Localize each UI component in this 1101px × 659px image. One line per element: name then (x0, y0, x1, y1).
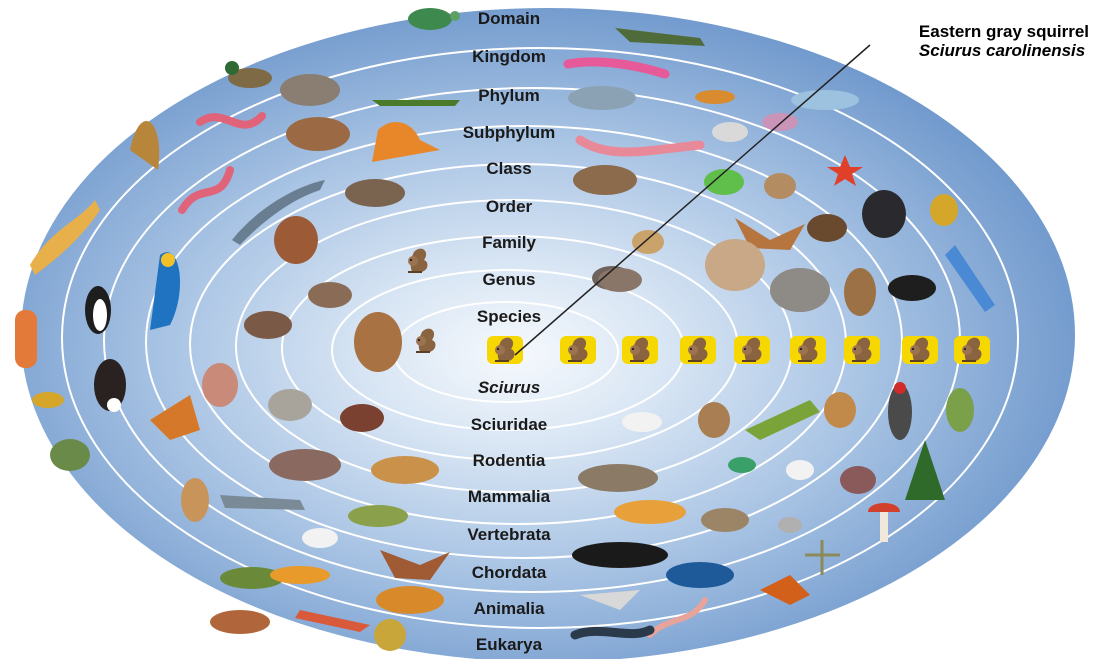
squirrel-badge-icon (622, 336, 658, 364)
kangaroo-icon (181, 478, 209, 522)
taxon-label-order: Rodentia (473, 451, 546, 470)
rank-label-class: Class (486, 159, 531, 178)
beetle-icon (930, 194, 958, 226)
taxon-label-kingdom: Animalia (474, 599, 545, 618)
paramecium-icon (791, 90, 859, 110)
taxon-label-phylum: Chordata (472, 563, 547, 582)
fish-icon (568, 86, 636, 110)
mushroom-icon (270, 566, 330, 584)
penguin-icon (85, 286, 111, 334)
bee-icon (32, 392, 64, 408)
squirrel-badge-icon (487, 336, 523, 364)
ant-icon (695, 90, 735, 104)
bird-icon (712, 122, 748, 142)
squirrel-badge-icon (680, 336, 716, 364)
coelacanth-icon (614, 500, 686, 524)
rabbit-icon (764, 173, 796, 199)
cougar-icon (371, 456, 439, 484)
gorilla-icon (862, 190, 906, 238)
species-callout: Eastern gray squirrel Sciurus carolinens… (919, 22, 1089, 60)
lizard-icon (372, 100, 460, 106)
snail-icon (374, 619, 406, 651)
rank-label-species: Species (477, 307, 541, 326)
fly-icon (778, 517, 802, 533)
rat-icon (622, 412, 662, 432)
mouse-icon (308, 282, 352, 308)
hummingbird-icon (728, 457, 756, 473)
coelacanth-icon (666, 562, 734, 588)
rhino-icon (280, 74, 340, 106)
sponge-icon (15, 310, 37, 368)
taxon-label-subphylum: Vertebrata (467, 525, 551, 544)
elephant-icon (770, 268, 830, 312)
rank-label-genus: Genus (483, 270, 536, 289)
ibis-icon (786, 460, 814, 480)
taxon-label-domain: Eukarya (476, 635, 543, 654)
ring-domain (20, 7, 1076, 659)
taxon-label-genus: Sciurus (478, 378, 540, 397)
moss-icon (50, 439, 90, 471)
rank-label-kingdom: Kingdom (472, 47, 546, 66)
rank-label-subphylum: Subphylum (463, 123, 556, 142)
mole-icon (345, 179, 405, 207)
squirrel-badge-icon (560, 336, 596, 364)
taxon-label-family: Sciuridae (471, 415, 548, 434)
kiwi-icon (807, 214, 847, 242)
owl-icon (844, 268, 876, 316)
fish-icon (348, 505, 408, 527)
tiger-icon (376, 586, 444, 614)
callout-scientific-name: Sciurus carolinensis (919, 41, 1089, 60)
mammoth-icon (274, 216, 318, 264)
mole-icon (840, 466, 876, 494)
rank-label-order: Order (486, 197, 533, 216)
mouse-icon (302, 528, 338, 548)
chipmunk-icon (598, 268, 642, 292)
dinosaur-icon (202, 363, 238, 407)
cricket-icon (210, 610, 270, 634)
squirrel-badge-icon (902, 336, 938, 364)
orca-icon (572, 542, 668, 568)
tarsier-icon (705, 239, 765, 291)
lemur-icon (268, 389, 312, 421)
jerboa-icon (632, 230, 664, 254)
armadillo-icon (573, 165, 637, 195)
armadillo-icon (286, 117, 350, 151)
rings (20, 7, 1076, 659)
ground-squirrel-icon (354, 312, 402, 372)
lobster-icon (762, 113, 798, 131)
caterpillar-icon (575, 630, 650, 635)
squirrel-badge-icon (954, 336, 990, 364)
squirrel-badge-icon (734, 336, 770, 364)
walrus-icon (269, 449, 341, 481)
ostrich-icon (888, 275, 936, 301)
rabbit-icon (698, 402, 730, 438)
mole-icon (701, 508, 749, 532)
callout-common-name: Eastern gray squirrel (919, 22, 1089, 41)
sea-lion-icon (244, 311, 292, 339)
plant-icon (946, 388, 974, 432)
squirrel-badge-icon (790, 336, 826, 364)
beaver-icon (340, 404, 384, 432)
rank-label-domain: Domain (478, 9, 540, 28)
anteater-icon (578, 464, 658, 492)
taxon-label-class: Mammalia (468, 487, 551, 506)
rank-label-family: Family (482, 233, 536, 252)
species-badges (487, 336, 990, 364)
deer-icon (824, 392, 856, 428)
squirrel-badge-icon (844, 336, 880, 364)
rank-label-phylum: Phylum (478, 86, 539, 105)
